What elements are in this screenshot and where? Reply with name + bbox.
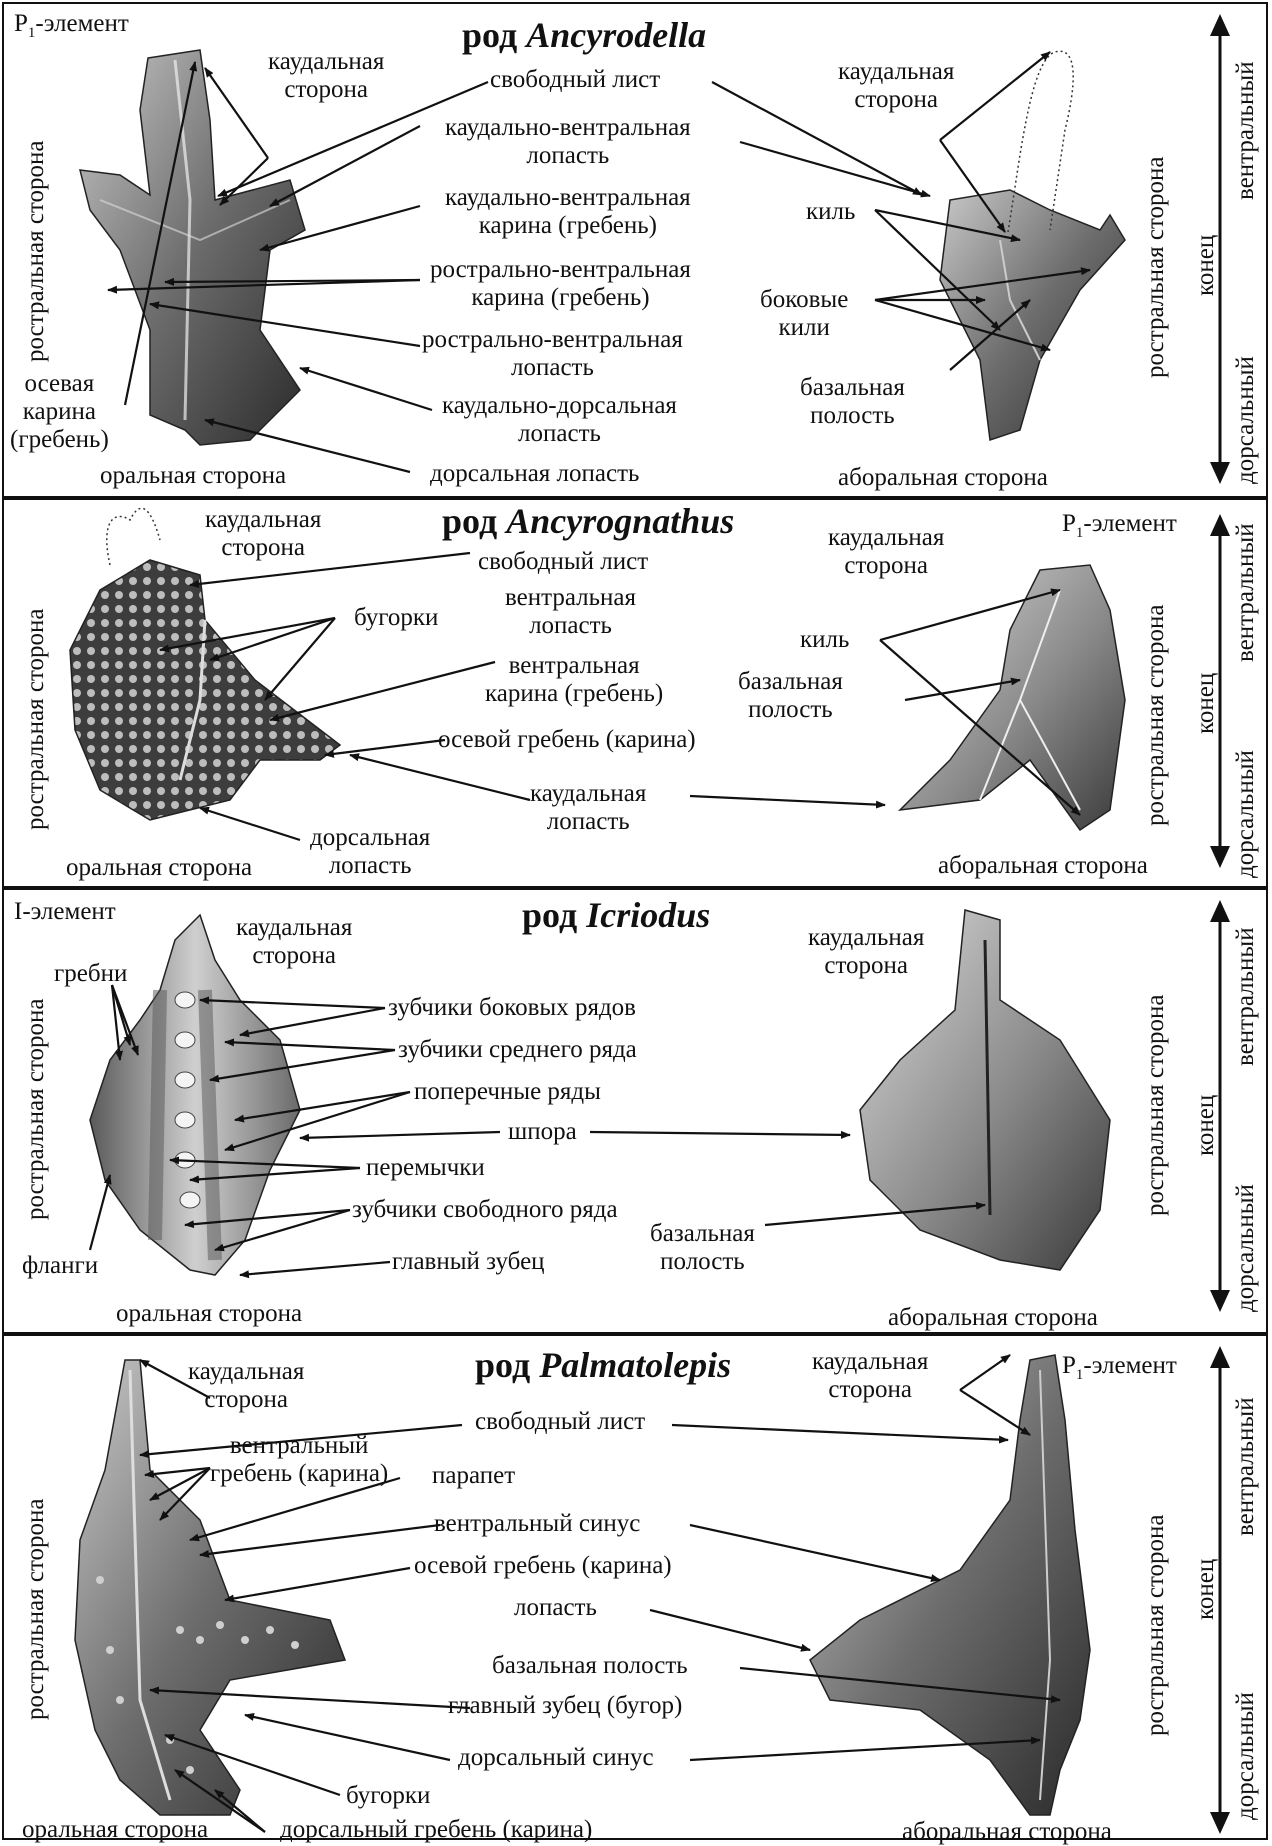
orientation-dorsal: дорсальный [1232,1692,1260,1820]
label-flanges: фланги [22,1252,98,1280]
orientation-end: конец [1192,1095,1220,1156]
orientation-end: конец [1192,673,1220,734]
genus-name: Icriodus [586,895,710,935]
orientation-ventral: вентральный [1232,523,1260,662]
label-basal-cavity: базальная полость [800,374,905,430]
label-ventral-carina: вентральный гребень (карина) [210,1432,388,1488]
genus-prefix: род [462,15,517,55]
label-caudal-side-right: каудальная сторона [808,924,924,980]
label-aboral-side: аборальная сторона [938,852,1148,880]
label-dorsal-carina: дорсальный гребень (карина) [280,1816,592,1844]
genus-name: Ancyrodella [526,15,706,55]
label-oral-side: оральная сторона [100,462,286,490]
orientation-dorsal: дорсальный [1232,750,1260,878]
label-rostral-side-left: ростральная сторона [22,608,50,830]
label-aboral-side: аборальная сторона [888,1304,1098,1332]
orientation-dorsal: дорсальный [1232,1184,1260,1312]
genus-name: Palmatolepis [539,1345,731,1385]
label-ventral-sinus: вентральный синус [434,1510,640,1538]
label-lateral-keels: боковые кили [760,286,848,342]
panel-icriodus [2,888,1268,1334]
label-rostral-side-left: ростральная сторона [22,140,50,362]
label-rostral-side-left: ростральная сторона [22,998,50,1220]
label-dorsal-sinus: дорсальный синус [458,1744,654,1772]
label-basal-cavity: базальная полость [492,1652,688,1680]
ancyrodella-aboral-specimen [940,51,1125,440]
label-oral-side: оральная сторона [66,854,252,882]
element-label: I-элемент [14,898,116,926]
label-rostral-side-left: ростральная сторона [22,1498,50,1720]
label-lateral-denticles: зубчики боковых рядов [388,994,636,1022]
label-bridges: перемычки [366,1154,485,1182]
label-ventral-lobe: вентральная лопасть [505,584,636,640]
label-keel: киль [806,198,855,226]
label-keel: киль [800,626,849,654]
label-tubercles: бугорки [354,604,438,632]
label-dorsal-lobe: дорсальная лопасть [430,460,639,488]
orientation-ventral: вентральный [1232,61,1260,200]
label-caudal-side-right: каудальная сторона [838,58,954,114]
label-axial-ridge: осевой гребень (карина) [414,1552,672,1580]
genus-title: род Ancyrognathus [442,500,734,542]
label-lobe: лопасть [514,1594,597,1622]
label-basal-cavity: базальная полость [650,1220,755,1276]
label-basal-cavity: базальная полость [738,668,843,724]
genus-prefix: род [442,501,497,541]
orientation-ventral: вентральный [1232,1397,1260,1536]
label-caudal-side-right: каудальная сторона [812,1348,928,1404]
label-rostral-side-right: ростральная сторона [1142,156,1170,378]
genus-title: род Ancyrodella [462,14,706,56]
label-parapet: парапет [432,1462,515,1490]
orientation-end: конец [1192,235,1220,296]
label-axial-ridge: осевой гребень (карина) [438,726,696,754]
label-caudodorsal-lobe: каудально-дорсальная лопасть [442,392,677,448]
label-caudal-lobe: каудальная лопасть [530,780,646,836]
label-transverse-rows: поперечные ряды [414,1078,601,1106]
label-caudoventral-carina: каудально-вентральная карина (гребень) [445,184,691,240]
label-tubercles: бугорки [346,1782,430,1810]
element-label: P1-элемент [14,10,129,47]
label-aboral-side: аборальная сторона [838,464,1048,492]
label-rostral-side-right: ростральная сторона [1142,1514,1170,1736]
orientation-end: конец [1192,1559,1220,1620]
genus-title: род Icriodus [522,894,710,936]
element-label: P1-элемент [1062,510,1177,547]
label-oral-side: оральная сторона [22,1816,208,1844]
genus-name: Ancyrognathus [506,501,734,541]
label-caudoventral-lobe: каудально-вентральная лопасть [445,114,691,170]
label-rostral-side-right: ростральная сторона [1142,604,1170,826]
label-dorsal-lobe: дорсальная лопасть [310,824,430,880]
genus-prefix: род [522,895,577,935]
genus-title: род Palmatolepis [475,1344,731,1386]
orientation-ventral: вентральный [1232,927,1260,1066]
label-rostroventral-carina: рострально-вентральная карина (гребень) [430,256,691,312]
label-caudal-side: каудальная сторона [188,1358,304,1414]
label-main-cusp: главный зубец (бугор) [448,1692,682,1720]
label-free-blade: свободный лист [490,66,660,94]
label-rostral-side-right: ростральная сторона [1142,994,1170,1216]
label-main-cusp: главный зубец [392,1248,545,1276]
label-free-blade: свободный лист [475,1408,645,1436]
label-free-blade: свободный лист [478,548,648,576]
label-spur: шпора [508,1118,577,1146]
element-label: P1-элемент [1062,1352,1177,1389]
label-oral-side: оральная сторона [116,1300,302,1328]
label-ventral-carina: вентральная карина (гребень) [485,652,663,708]
label-ridges: гребни [54,960,127,988]
label-rostroventral-lobe: рострально-вентральная лопасть [422,326,683,382]
label-caudal-side: каудальная сторона [268,48,384,104]
label-axial-carina: осевая карина (гребень) [10,370,109,454]
genus-prefix: род [475,1345,530,1385]
label-middle-denticles: зубчики среднего ряда [398,1036,637,1064]
label-free-row-denticles: зубчики свободного ряда [352,1196,618,1224]
label-caudal-side: каудальная сторона [236,914,352,970]
orientation-dorsal: дорсальный [1232,356,1260,484]
label-caudal-side-right: каудальная сторона [828,524,944,580]
label-caudal-side: каудальная сторона [205,506,321,562]
